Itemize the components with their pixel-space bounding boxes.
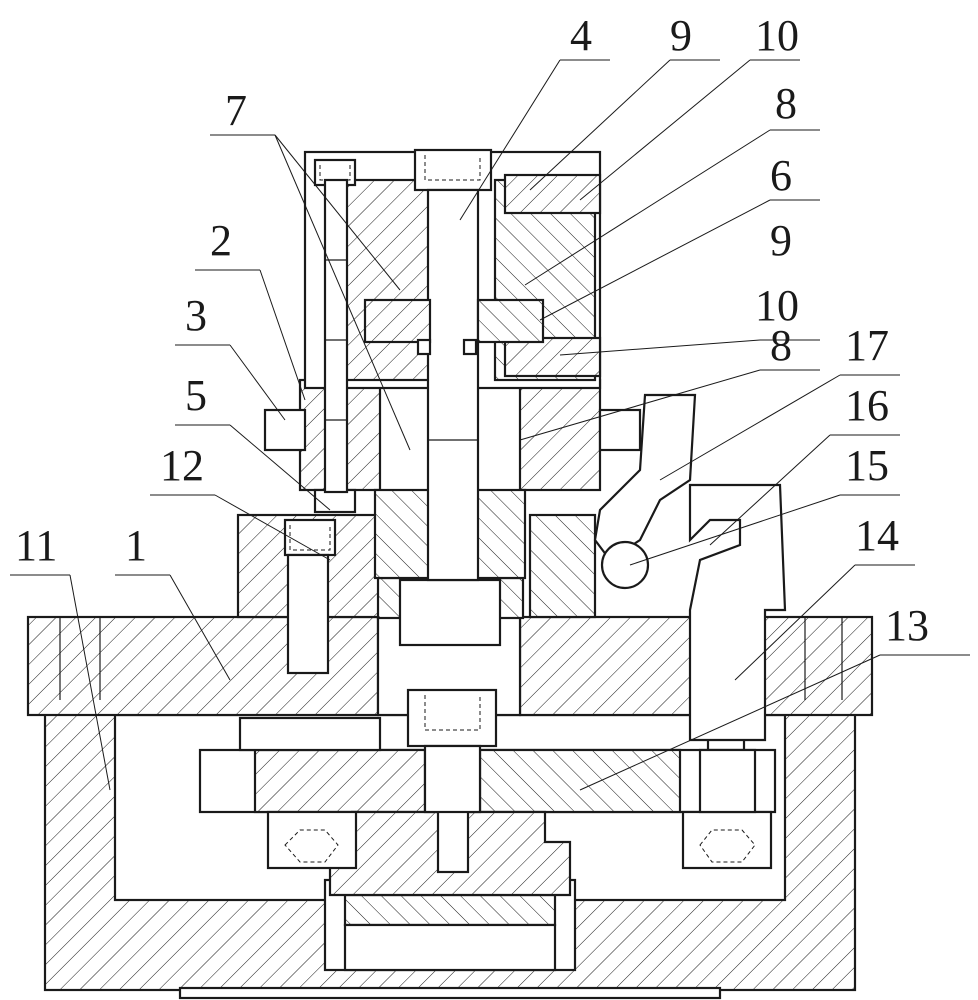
right-socket-screw (683, 812, 771, 868)
callout-9-top: 9 (670, 11, 692, 60)
callout-14: 14 (855, 511, 899, 560)
callout-11: 11 (15, 521, 57, 570)
callout-12: 12 (160, 441, 204, 490)
callout-8-top: 8 (775, 79, 797, 128)
callout-5: 5 (185, 371, 207, 420)
callout-17: 17 (845, 321, 889, 370)
callout-3: 3 (185, 291, 207, 340)
callout-8-mid: 8 (770, 321, 792, 370)
callout-15: 15 (845, 441, 889, 490)
callout-2: 2 (210, 216, 232, 265)
callout-4: 4 (570, 11, 592, 60)
callout-16: 16 (845, 381, 889, 430)
callout-1: 1 (125, 521, 147, 570)
center-hub (330, 810, 570, 895)
callout-9-mid: 9 (770, 216, 792, 265)
left-socket-screw (268, 812, 356, 868)
callout-10-top: 10 (755, 11, 799, 60)
callout-6: 6 (770, 151, 792, 200)
callout-13: 13 (885, 601, 929, 650)
callout-7: 7 (225, 86, 247, 135)
